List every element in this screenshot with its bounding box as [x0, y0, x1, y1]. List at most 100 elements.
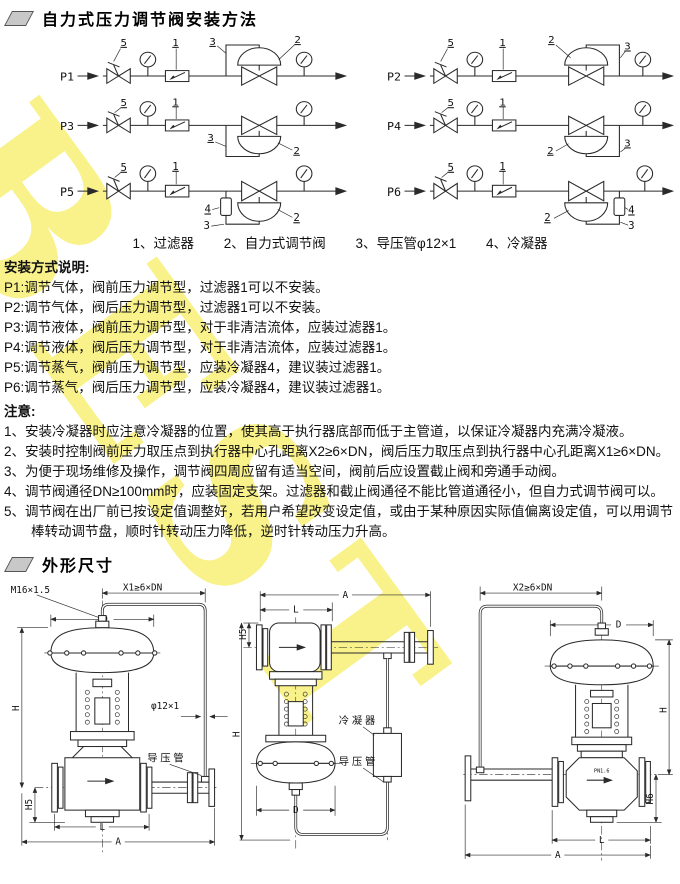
schematic-p1: P1 5 1 3 2 [60, 34, 348, 86]
impulse-pipe [225, 44, 260, 77]
schematic-label: P2 [387, 70, 401, 84]
dim-a-label: A [343, 590, 349, 601]
regulator-valve-icon [237, 180, 282, 222]
stop-valve-icon [106, 176, 131, 200]
pressure-gauge-icon [636, 165, 654, 192]
dim-h5-label: H5 [24, 799, 35, 810]
stop-valve-icon [433, 176, 458, 200]
impulse-pipe [585, 125, 620, 158]
dimension-drawings: X1≥6×DN M16×1.5 D [0, 580, 680, 884]
caution-line: 2、安装时控制阀前压力取压点到执行器中心孔距离X2≥6×DN，阀后压力取压点到执… [4, 444, 670, 459]
impulse-pipe-label: 导压管 [339, 755, 378, 768]
impulse-pipe [585, 44, 620, 77]
filter-icon [491, 70, 517, 83]
regulator-valve-icon [237, 47, 282, 86]
part-number: 1 [499, 98, 505, 108]
thread-label: M16×1.5 [11, 585, 50, 596]
inlet-pipe [464, 755, 553, 802]
legend-item: 3、导压管φ12×1 [355, 236, 457, 251]
legend-item: 4、冷凝器 [485, 236, 548, 251]
dim-l: L [259, 602, 333, 622]
schematic-p5: P5 5 1 4 3 2 [60, 162, 348, 230]
dim-h-label: H [232, 732, 243, 738]
pipe-callout: 导压管 [339, 755, 384, 783]
impulse-tube [478, 604, 604, 768]
flow-arrow-icon [335, 72, 348, 80]
impulse-tube [100, 602, 207, 779]
outlet-pipe [331, 630, 434, 665]
pressure-gauge-icon [295, 101, 313, 126]
section-marker-icon [4, 556, 34, 572]
dim-d-label: D [293, 805, 299, 816]
part-number: 3 [624, 138, 630, 150]
condenser-label: 冷凝器 [339, 714, 378, 727]
part-number: 4 [205, 203, 211, 216]
flow-arrow-icon [414, 121, 427, 130]
part-number: 5 [448, 162, 454, 174]
impulse-tube [294, 658, 389, 836]
part-number: 1 [172, 37, 178, 49]
schematic-label: P1 [60, 70, 74, 84]
install-note-line: P2:调节气体，阀后压力调节型，过滤器1可以不安装。 [4, 300, 329, 315]
dim-a: A [259, 590, 432, 627]
install-note-line: P1:调节气体，阀前压力调节型，过滤器1可以不安装。 [4, 280, 329, 295]
caution-line: 4、调节阀通径DN≥100mm时，应装固定支架。过滤器和截止阀通径不能比管道通径… [4, 484, 664, 499]
part-number: 2 [293, 145, 299, 157]
pressure-gauge-icon [466, 101, 484, 126]
install-section-title: 自力式压力调节阀安装方法 [42, 12, 259, 29]
dim-x1-label: X1≥6×DN [123, 582, 162, 593]
regulator-valve-icon [237, 115, 282, 155]
filter-icon [491, 184, 517, 198]
drawing-left-svg: X1≥6×DN M16×1.5 D [11, 582, 228, 854]
regulator-valve-icon [564, 180, 609, 222]
dim-l-label: L [293, 605, 299, 616]
actuator [44, 615, 161, 674]
pressure-gauge-icon [139, 101, 157, 126]
pressure-gauge-icon [634, 51, 652, 77]
install-note-line: P6:调节蒸气，阀后压力调节型，应装冷凝器4，建议装过滤器1。 [4, 380, 391, 395]
valve-body [255, 622, 332, 673]
pressure-gauge-icon [139, 51, 157, 77]
valve-body [51, 731, 153, 823]
part-number: 1 [172, 98, 178, 108]
flow-arrow-icon [87, 187, 100, 196]
drawing-right-svg: X2≥6×DN D [463, 582, 673, 861]
schematic-label: P5 [60, 185, 74, 199]
part-number: 2 [548, 34, 554, 46]
part-number: 1 [499, 37, 505, 49]
schematic-label: P3 [60, 119, 74, 133]
legend-item: 2、自力式调节阀 [223, 236, 326, 251]
schematic-label: P4 [387, 119, 401, 133]
part-number: 5 [121, 37, 127, 49]
dim-a-label: A [555, 850, 561, 861]
install-section-header: 自力式压力调节阀安装方法 [0, 0, 680, 32]
dims-section-title: 外形尺寸 [42, 558, 115, 575]
part-number: 3 [207, 132, 213, 144]
dim-a: A [21, 793, 216, 848]
dim-d-label: D [616, 620, 622, 631]
part-number: 5 [448, 98, 454, 109]
dim-l-label: L [599, 835, 605, 846]
part-number: 2 [544, 211, 550, 224]
filter-icon [164, 119, 190, 132]
dim-phi-label: φ12×1 [151, 701, 179, 712]
dim-h: H [232, 622, 291, 841]
dim-d: D [255, 785, 336, 816]
regulator-valve-icon [564, 115, 609, 155]
filter-icon [491, 119, 517, 132]
part-number: 2 [293, 211, 299, 224]
yoke [571, 684, 633, 752]
stop-valve-icon [433, 111, 458, 134]
pressure-gauge-icon [295, 165, 313, 192]
part-number: 2 [294, 34, 300, 46]
installation-schematics: P1 5 1 3 2 P2 [58, 34, 680, 230]
condenser-icon [220, 197, 232, 216]
pn-rating-label: PN1.6 [594, 769, 609, 775]
flow-arrow-icon [662, 187, 675, 196]
part-number: 5 [448, 37, 454, 49]
part-number: 1 [499, 162, 505, 173]
install-notes: 安装方式说明: P1:调节气体，阀前压力调节型，过滤器1可以不安装。 P2:调节… [0, 254, 680, 398]
drawing-single-seat-after: X1≥6×DN M16×1.5 D [0, 580, 228, 884]
outlet-pipe [151, 768, 216, 807]
flow-arrow-icon [87, 121, 100, 130]
